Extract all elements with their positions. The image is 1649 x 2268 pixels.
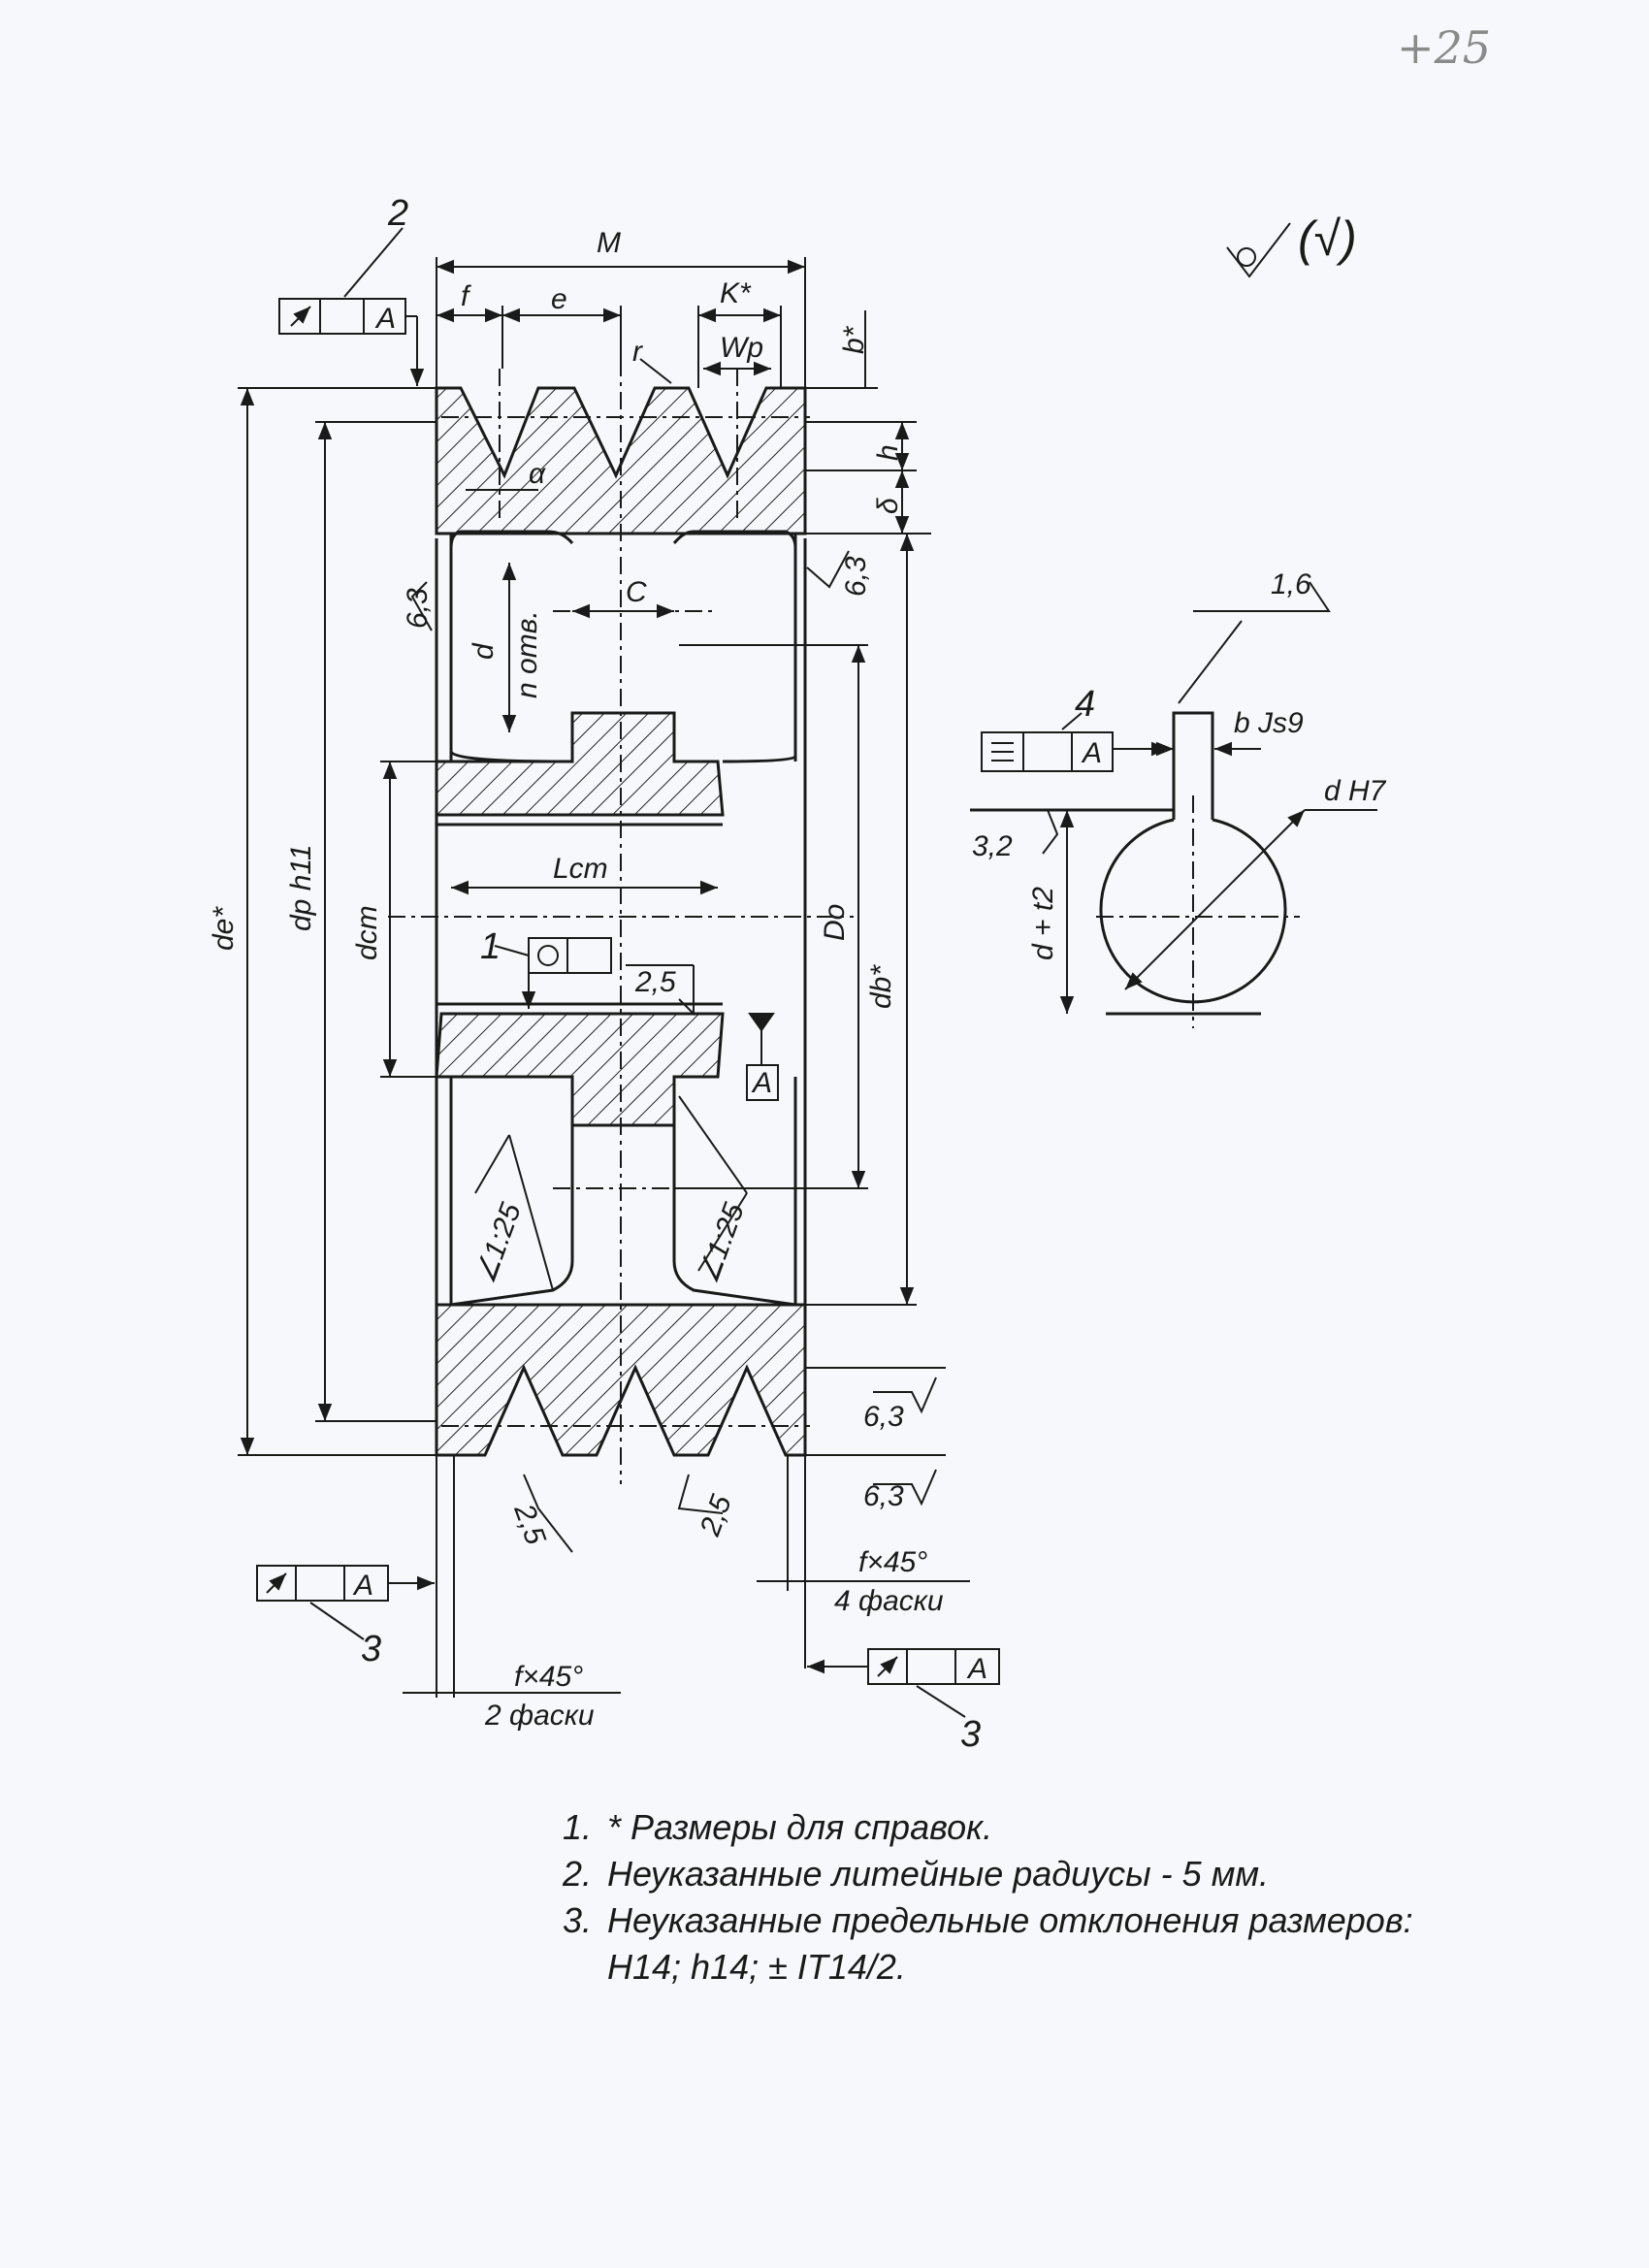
surface-finish-symbol: (√) (1298, 211, 1357, 266)
rim-bottom-section (435, 1303, 807, 1457)
label-C: C (626, 576, 647, 608)
rim-top-section (435, 386, 807, 535)
label-dcm: dcm (351, 905, 383, 960)
tolerance-frame-3-left (256, 1565, 435, 1640)
callout-3-left: 3 (361, 1629, 381, 1669)
label-taper-left: ∠1:25 (469, 1199, 528, 1288)
note-3: 3. Неуказанные предельные отклонения раз… (563, 1900, 1413, 1987)
roughness-r2: 6,3 (840, 556, 872, 597)
datum-label-frame-4: A (1081, 737, 1102, 769)
label-b: b* (838, 325, 870, 354)
hub-cross-section (970, 711, 1377, 1016)
callout-4: 4 (1075, 684, 1095, 725)
roughness-r5: 2,5 (634, 966, 676, 998)
taper-leader-left (508, 1134, 554, 1291)
label-chamfer-right: f×45° (858, 1546, 927, 1578)
label-chamfer-right-count: 4 фаски (834, 1585, 944, 1617)
datum-label-frame-3-left: A (352, 1570, 373, 1602)
label-hole-d: d (468, 642, 500, 660)
callout-2: 2 (387, 193, 408, 234)
label-chamfer-bottom: f×45° (514, 1661, 583, 1693)
label-db: db* (865, 964, 897, 1009)
label-taper-right: ∠1:25 (693, 1199, 751, 1288)
label-K: K* (720, 277, 752, 309)
hub-bottom-section (435, 1012, 725, 1127)
label-h: h (872, 444, 904, 461)
label-keyway-width: b Js9 (1234, 707, 1304, 739)
tolerance-frame-4 (981, 712, 1169, 772)
disc-outline (435, 530, 807, 1455)
datum-label-frame-3-right: A (966, 1653, 987, 1685)
note-1: 1. * Размеры для справок. (563, 1807, 993, 1847)
label-M: M (597, 227, 621, 259)
datum-label-marker: A (751, 1067, 772, 1099)
datum-label-frame-2: A (374, 303, 396, 335)
label-Wp: Wp (720, 332, 763, 364)
label-dp: dp h11 (285, 844, 317, 931)
label-depth: d + t2 (1027, 887, 1059, 960)
tolerance-frame-1 (494, 937, 612, 1009)
label-chamfer-bottom-count: 2 фаски (484, 1700, 595, 1732)
roughness-r3: 6,3 (863, 1401, 904, 1433)
taper-leader-right (678, 1095, 748, 1194)
roughness-r4: 6,3 (863, 1480, 904, 1512)
tolerance-frame-3-right (807, 1648, 1000, 1718)
label-de: de* (208, 906, 240, 951)
drawing-notes: 1. * Размеры для справок. 2. Неуказанные… (563, 1804, 1436, 1991)
roughness-r9: 3,2 (972, 830, 1013, 862)
tolerance-frame-2 (278, 227, 425, 386)
roughness-r8: 1,6 (1271, 568, 1311, 600)
dim-bore-line (1124, 809, 1306, 990)
label-delta: δ (872, 498, 904, 514)
label-f: f (461, 280, 471, 312)
note-2: 2. Неуказанные литейные радиусы - 5 мм. (563, 1854, 1270, 1894)
label-Lcm: Lcm (553, 853, 608, 885)
roughness-r6: 2,5 (507, 1499, 552, 1549)
label-bore: d H7 (1324, 775, 1387, 807)
callout-1: 1 (480, 926, 501, 967)
label-hole-n: n отв. (511, 610, 543, 698)
datum-A-marker (746, 1013, 779, 1101)
dim-r-leader (639, 358, 672, 384)
roughness-r7: 2,5 (694, 1491, 738, 1541)
label-e: e (551, 283, 567, 315)
roughness-r1: 6,3 (402, 588, 434, 629)
label-alpha: α (529, 458, 546, 490)
callout-3-right: 3 (960, 1714, 981, 1755)
label-Do: Do (819, 904, 851, 941)
label-r: r (632, 336, 643, 368)
hub-top-section (435, 711, 725, 817)
handwritten-note: +25 (1397, 21, 1492, 74)
